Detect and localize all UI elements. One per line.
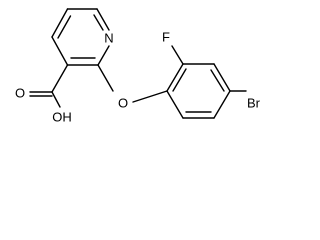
bond-p3-p4 bbox=[213, 63, 231, 92]
bond-c1-n bbox=[97, 45, 110, 66]
nitrogen-label: N bbox=[104, 31, 113, 46]
structure-diagram: N F O Br O OH bbox=[15, 8, 261, 125]
ether-linkage bbox=[97, 64, 168, 103]
bond-p1-p2-inner bbox=[172, 68, 187, 92]
bond-carboxyl-oh bbox=[51, 91, 61, 108]
carbonyl-oxygen-label: O bbox=[15, 86, 25, 101]
phenyl-ring bbox=[166, 45, 247, 119]
bond-c4-c3-inner bbox=[57, 15, 72, 39]
bond-p3-p4-inner bbox=[210, 69, 225, 92]
bond-p1-p2 bbox=[166, 63, 184, 92]
bond-c4-c3 bbox=[51, 8, 69, 38]
bond-phenyl-f bbox=[171, 45, 184, 65]
bond-o-phenyl bbox=[132, 90, 168, 103]
hydroxyl-label: OH bbox=[52, 110, 72, 125]
bond-n-c6 bbox=[96, 8, 110, 31]
bond-p6-p1 bbox=[166, 90, 184, 119]
atom-labels: N F O Br O OH bbox=[15, 30, 261, 125]
bond-c3-c2 bbox=[51, 36, 69, 66]
ether-oxygen-label: O bbox=[118, 96, 128, 111]
bond-p4-p5 bbox=[213, 90, 231, 119]
bond-c1-o bbox=[97, 64, 114, 92]
pyridine-ring bbox=[51, 8, 110, 66]
bromine-label: Br bbox=[247, 96, 261, 111]
bond-ring-carboxyl bbox=[51, 64, 69, 93]
bond-n-c6-inner bbox=[93, 14, 104, 31]
carboxylic-acid-group bbox=[29, 64, 69, 108]
fluorine-label: F bbox=[162, 30, 170, 45]
